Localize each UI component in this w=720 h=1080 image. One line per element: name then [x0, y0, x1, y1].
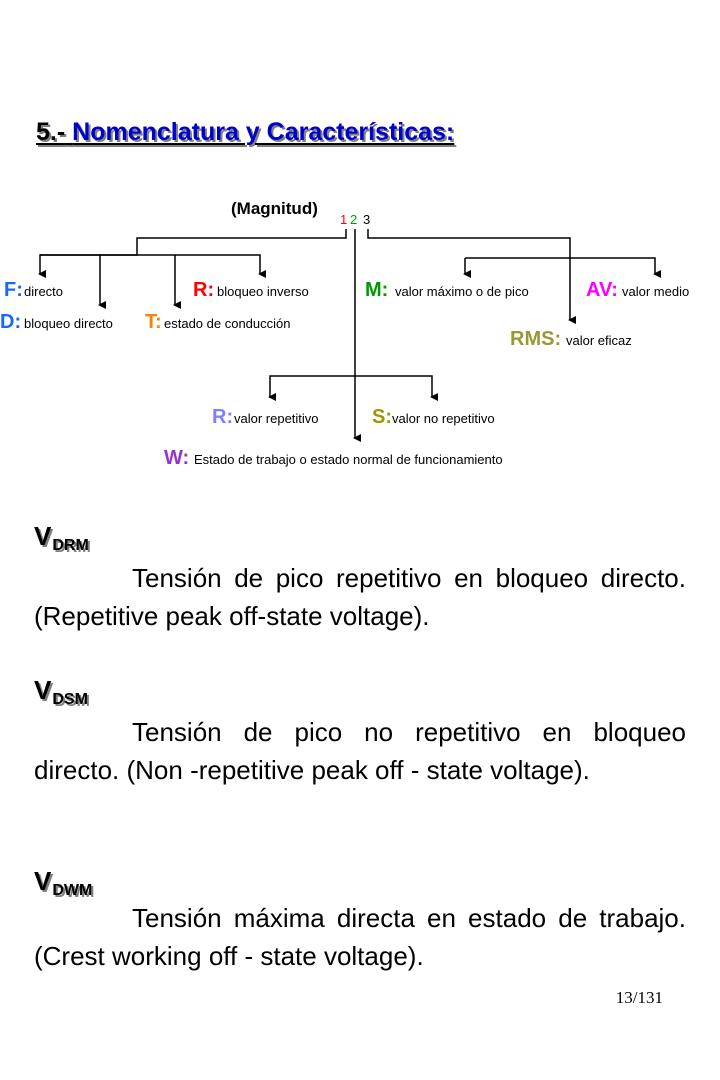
- symbol-vdsm: VDSM: [34, 677, 88, 708]
- label-rms: valor eficaz: [566, 333, 632, 348]
- key-r-inverso: R:: [193, 279, 214, 301]
- definition-vdsm: Tensión de pico no repetitivo en bloqueo…: [34, 717, 686, 785]
- index-3-label: 3: [363, 212, 370, 227]
- symbol-letter: V: [34, 521, 52, 551]
- index-1-label: 1: [340, 212, 347, 227]
- label-f: directo: [24, 284, 63, 299]
- key-rms: RMS:: [510, 328, 561, 350]
- label-t: estado de conducción: [164, 316, 290, 331]
- key-r-repetitivo: R:: [212, 406, 233, 428]
- definition-vdrm: Tensión de pico repetitivo en bloqueo di…: [34, 563, 686, 631]
- definition-vdwm: Tensión máxima directa en estado de trab…: [34, 903, 686, 971]
- symbol-subscript: DRM: [52, 537, 89, 554]
- label-d: bloqueo directo: [24, 316, 113, 331]
- section-heading: 5.- Nomenclatura y Características:: [36, 118, 454, 147]
- label-w: Estado de trabajo o estado normal de fun…: [194, 452, 503, 467]
- key-s: S:: [372, 406, 392, 428]
- label-r-repetitivo: valor repetitivo: [234, 411, 319, 426]
- section-title: Nomenclatura y Características:: [72, 118, 455, 146]
- symbol-letter: V: [34, 866, 52, 896]
- label-m: valor máximo o de pico: [395, 284, 529, 299]
- symbol-subscript: DWM: [52, 882, 93, 899]
- key-w: W:: [164, 447, 189, 469]
- section-number: 5.-: [36, 118, 66, 146]
- label-s: valor no repetitivo: [392, 411, 495, 426]
- label-r-inverso: bloqueo inverso: [217, 284, 309, 299]
- key-t: T:: [145, 311, 162, 333]
- nomenclature-diagram: (Magnitud) 1 2 3 F: directo D: bloqueo d…: [0, 199, 689, 469]
- page-number: 13/131: [615, 988, 663, 1007]
- key-f: F:: [4, 279, 23, 301]
- index-2-label: 2: [350, 212, 357, 227]
- diagram-root-label: (Magnitud): [231, 199, 318, 218]
- key-d: D:: [0, 311, 21, 333]
- symbol-vdrm: VDRM: [34, 523, 89, 554]
- key-av: AV:: [586, 279, 618, 301]
- symbol-letter: V: [34, 675, 52, 705]
- diagram-connectors: [38, 229, 661, 442]
- symbol-vdwm: VDWM: [34, 868, 92, 899]
- key-m: M:: [365, 279, 388, 301]
- symbol-subscript: DSM: [52, 691, 88, 708]
- label-av: valor medio: [622, 284, 689, 299]
